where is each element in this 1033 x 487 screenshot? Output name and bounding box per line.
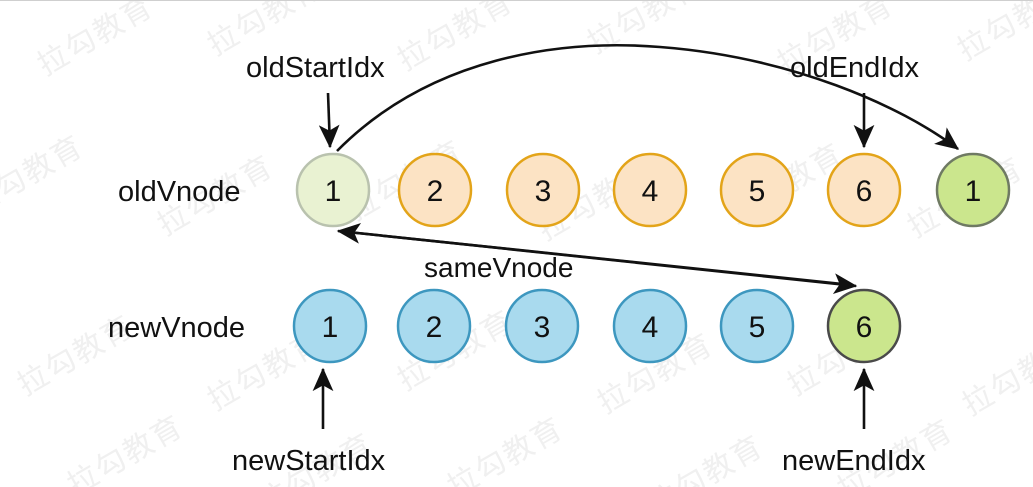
old-node-5[interactable]: 6: [826, 152, 902, 228]
edge-label-samevnode: sameVnode: [424, 252, 573, 283]
node-circle[interactable]: [935, 152, 1011, 228]
oldstart-to-oldend-curve-arrow: [336, 44, 960, 152]
node-circle[interactable]: [826, 152, 902, 228]
node-circle[interactable]: [504, 288, 580, 364]
node-value: 2: [427, 175, 444, 208]
node-circle[interactable]: [396, 288, 472, 364]
row-label-newvnode: newVnode: [108, 312, 245, 344]
node-circle[interactable]: [719, 288, 795, 364]
new-node-4[interactable]: 5: [719, 288, 795, 364]
node-value: 5: [749, 175, 766, 208]
node-circle[interactable]: [612, 288, 688, 364]
old-node-1[interactable]: 2: [397, 152, 473, 228]
old-node-3[interactable]: 4: [612, 152, 688, 228]
new-node-3[interactable]: 4: [612, 288, 688, 364]
node-circle[interactable]: [295, 152, 371, 228]
node-circle[interactable]: [612, 152, 688, 228]
new-node-0[interactable]: 1: [292, 288, 368, 364]
old-node-6[interactable]: 1: [935, 152, 1011, 228]
node-circle[interactable]: [719, 152, 795, 228]
pointer-label-newendidx: newEndIdx: [782, 445, 926, 477]
old-node-2[interactable]: 3: [505, 152, 581, 228]
pointer-label-newstartidx: newStartIdx: [232, 445, 386, 477]
node-value: 1: [965, 175, 982, 208]
pointer-label-oldstartidx: oldStartIdx: [246, 52, 385, 84]
node-value: 5: [749, 311, 766, 344]
new-node-2[interactable]: 3: [504, 288, 580, 364]
node-circle[interactable]: [826, 288, 902, 364]
node-value: 6: [856, 311, 873, 344]
new-vnode-row: 1 2 3 4 5 6: [292, 288, 902, 364]
new-node-5[interactable]: 6: [826, 288, 902, 364]
node-value: 4: [642, 175, 659, 208]
node-value: 3: [534, 311, 551, 344]
node-value: 1: [322, 311, 339, 344]
node-circle[interactable]: [505, 152, 581, 228]
row-label-oldvnode: oldVnode: [118, 176, 241, 208]
new-node-1[interactable]: 2: [396, 288, 472, 364]
samevnode-arrow-to-new: [347, 230, 858, 295]
node-circle[interactable]: [397, 152, 473, 228]
old-node-0[interactable]: 1: [295, 152, 371, 228]
node-value: 4: [642, 311, 659, 344]
node-value: 2: [426, 311, 443, 344]
oldstartidx-arrow: [318, 92, 340, 149]
old-node-4[interactable]: 5: [719, 152, 795, 228]
node-value: 1: [325, 175, 342, 208]
node-value: 6: [856, 175, 873, 208]
pointer-label-oldendidx: oldEndIdx: [790, 52, 919, 84]
old-vnode-row: 1 2 3 4 5 6 1: [295, 152, 1011, 228]
node-circle[interactable]: [292, 288, 368, 364]
node-value: 3: [535, 175, 552, 208]
